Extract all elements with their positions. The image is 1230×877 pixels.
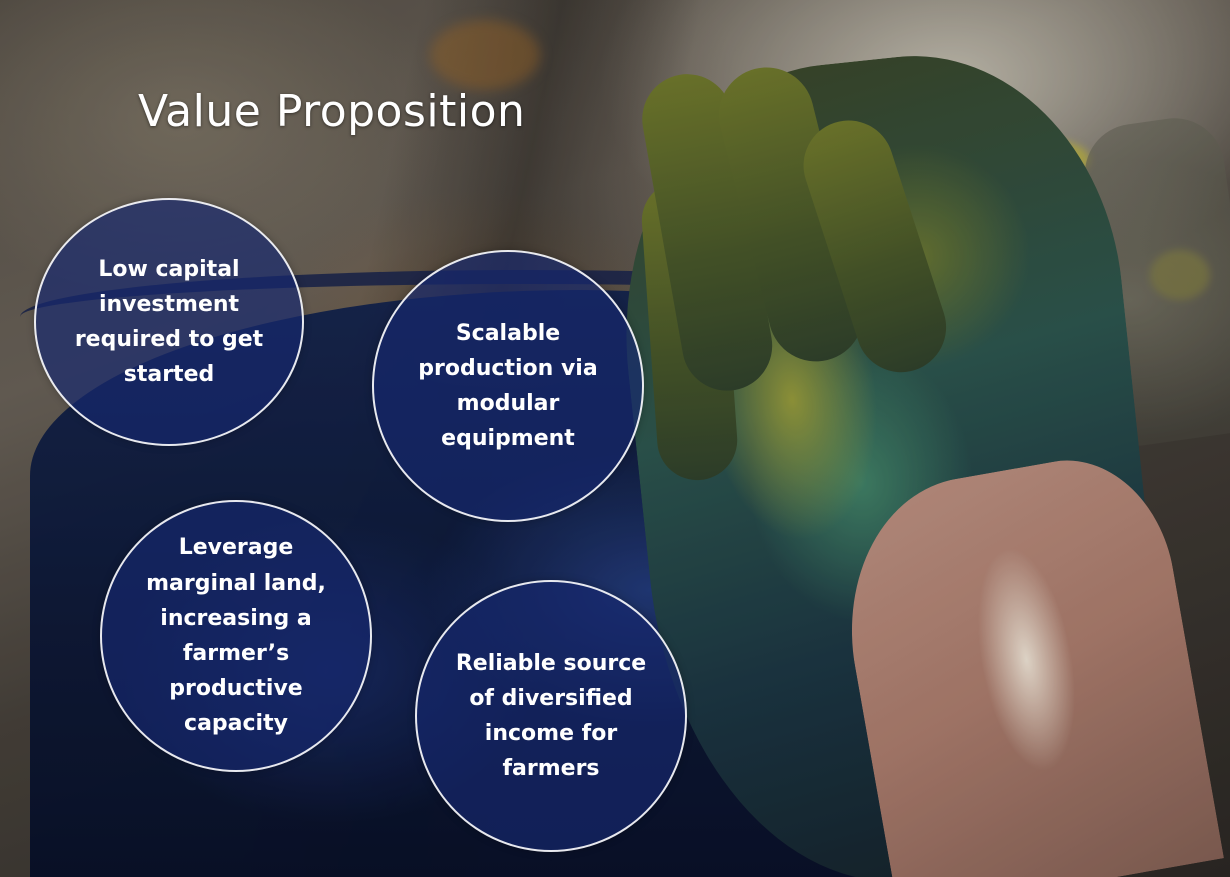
background-stain [430, 20, 540, 90]
value-bubble-reliable-income: Reliable source of diversified income fo… [415, 580, 687, 852]
slide-title: Value Proposition [138, 86, 526, 137]
bubble-text: Low capital investment required to get s… [74, 256, 264, 388]
bubble-text: Scalable production via modular equipmen… [418, 320, 598, 452]
bubble-text: Leverage marginal land, increasing a far… [146, 535, 326, 737]
value-bubble-scalable-production: Scalable production via modular equipmen… [372, 250, 644, 522]
value-bubble-low-capital: Low capital investment required to get s… [34, 198, 304, 446]
value-bubble-marginal-land: Leverage marginal land, increasing a far… [100, 500, 372, 772]
bubble-text: Reliable source of diversified income fo… [455, 650, 647, 782]
